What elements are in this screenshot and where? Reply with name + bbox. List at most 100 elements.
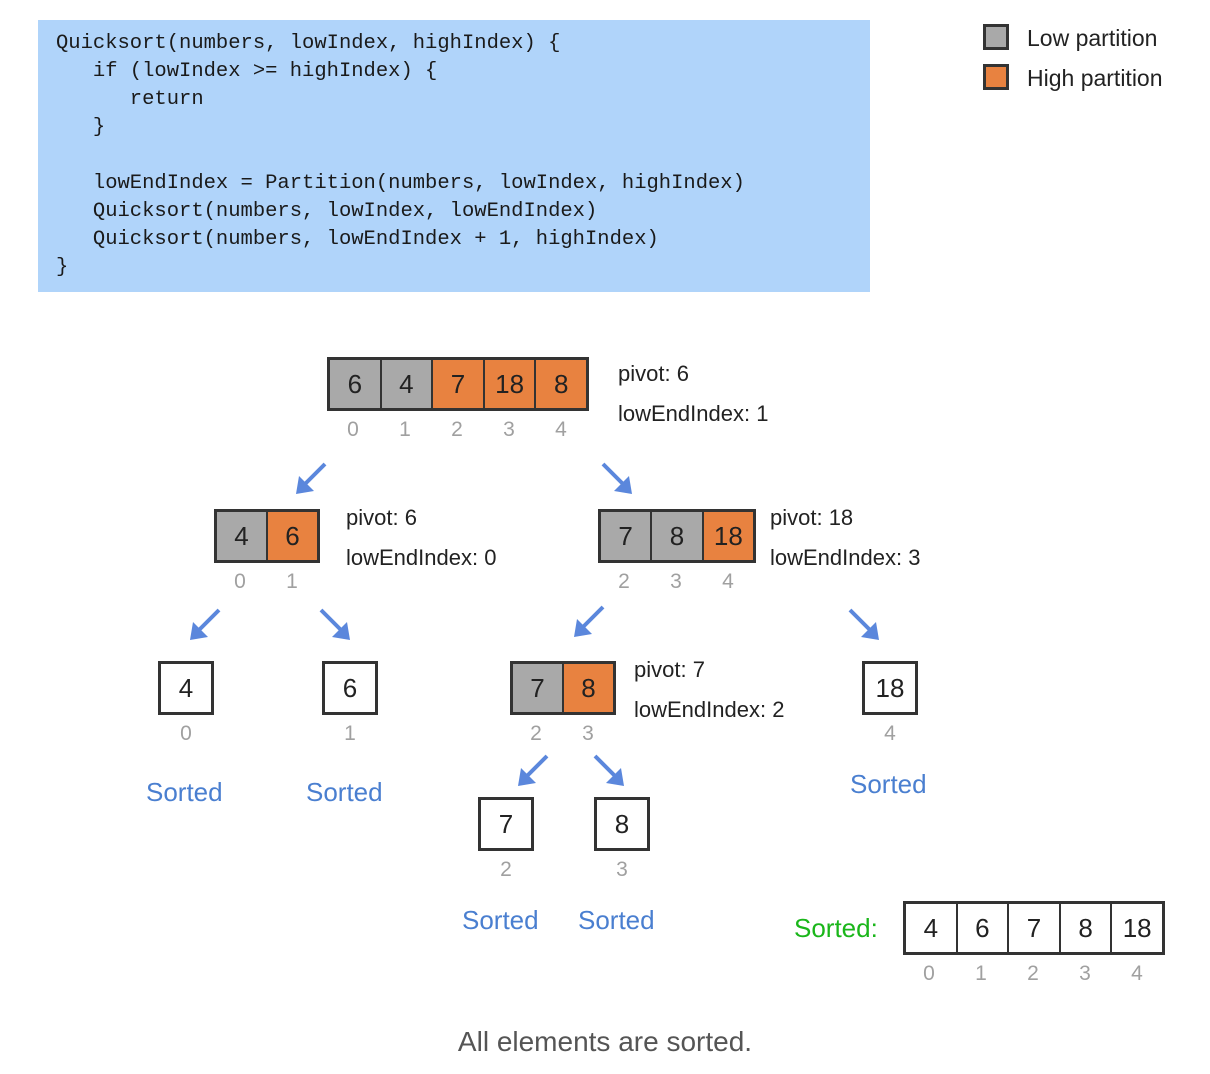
array-cell: 6 (330, 360, 380, 408)
array-cell: 18 (1112, 904, 1162, 952)
array-index: 2 (500, 858, 512, 881)
root-indices: 0 1 2 3 4 (327, 417, 587, 443)
legend-label-high: High partition (1027, 65, 1163, 91)
array-cell: 18 (703, 512, 753, 560)
final-sorted-label: Sorted: (794, 913, 878, 943)
pseudocode-panel: Quicksort(numbers, lowIndex, highIndex) … (38, 20, 870, 292)
array-cell: 8 (652, 512, 702, 560)
array-cell: 8 (597, 800, 647, 848)
array-index: 3 (1079, 962, 1091, 985)
array-cell: 7 (481, 800, 531, 848)
leaf-index-4: 18 (862, 661, 918, 715)
root-pivot: pivot: 6 (618, 361, 689, 386)
code-line: Quicksort(numbers, lowEndIndex + 1, high… (56, 228, 659, 251)
code-line: return (56, 88, 204, 111)
array-index: 3 (616, 858, 628, 881)
array-cell: 7 (513, 664, 562, 712)
array-cell: 8 (536, 360, 586, 408)
left-pivot: pivot: 6 (346, 505, 417, 530)
leaf-2-index: 2 (480, 857, 532, 883)
caption: All elements are sorted. (457, 1026, 753, 1057)
arrow-down-right-icon (601, 462, 632, 494)
right-indices: 2 3 4 (598, 569, 754, 595)
array-cell: 6 (325, 664, 375, 712)
leaf-index-0: 4 (158, 661, 214, 715)
sorted-label: Sorted (306, 777, 383, 807)
array-index: 4 (722, 570, 734, 593)
arrow-down-left-icon (190, 608, 221, 640)
left-low-end-index: lowEndIndex: 0 (346, 545, 497, 570)
sorted-label: Sorted (146, 777, 223, 807)
final-indices: 0 1 2 3 4 (903, 961, 1163, 987)
array-index: 0 (923, 962, 935, 985)
array-cell: 18 (484, 360, 535, 408)
array-cell: 4 (381, 360, 432, 408)
array-index: 1 (975, 962, 987, 985)
arrow-down-left-icon (296, 462, 327, 494)
root-low-end-index: lowEndIndex: 1 (618, 401, 769, 426)
array-cell: 7 (1009, 904, 1059, 952)
sorted-label: Sorted (850, 769, 927, 799)
leaf-index-3: 8 (594, 797, 650, 851)
array-index: 2 (530, 722, 542, 745)
arrow-down-right-icon (593, 754, 624, 786)
legend-swatch-low (983, 24, 1009, 50)
array-cell: 7 (433, 360, 483, 408)
legend-swatch-high (983, 64, 1009, 90)
root-array: 6 4 7 18 8 (327, 357, 589, 411)
array-cell: 6 (268, 512, 317, 560)
array-cell: 18 (865, 664, 915, 712)
right-left-pivot: pivot: 7 (634, 657, 705, 682)
array-index: 0 (347, 418, 359, 441)
array-index: 1 (286, 570, 298, 593)
array-index: 3 (503, 418, 515, 441)
sorted-label: Sorted (578, 905, 655, 935)
right-left-indices: 2 3 (510, 721, 614, 747)
array-index: 0 (234, 570, 246, 593)
leaf-index-1: 6 (322, 661, 378, 715)
final-sorted-array: 4 6 7 8 18 (903, 901, 1165, 955)
array-index: 3 (582, 722, 594, 745)
code-line: if (lowIndex >= highIndex) { (56, 60, 438, 83)
array-index: 3 (670, 570, 682, 593)
array-index: 0 (180, 722, 192, 745)
leaf-0-index: 0 (160, 721, 212, 747)
array-index: 4 (884, 722, 896, 745)
right-left-subarray: 7 8 (510, 661, 616, 715)
right-left-low-end-index: lowEndIndex: 2 (634, 697, 785, 722)
code-line: } (56, 116, 106, 139)
array-index: 4 (555, 418, 567, 441)
array-cell: 4 (161, 664, 211, 712)
array-cell: 4 (906, 904, 956, 952)
legend-label-low: Low partition (1027, 25, 1158, 51)
right-low-end-index: lowEndIndex: 3 (770, 545, 921, 570)
array-cell: 7 (601, 512, 651, 560)
array-cell: 6 (957, 904, 1008, 952)
code-line: } (56, 256, 69, 279)
arrow-down-left-icon (574, 605, 605, 637)
leaf-3-index: 3 (596, 857, 648, 883)
array-index: 2 (618, 570, 630, 593)
right-pivot: pivot: 18 (770, 505, 854, 530)
array-cell: 8 (564, 664, 613, 712)
code-line: Quicksort(numbers, lowIndex, lowEndIndex… (56, 200, 598, 223)
array-cell: 8 (1060, 904, 1111, 952)
left-indices: 0 1 (214, 569, 318, 595)
code-line: lowEndIndex = Partition(numbers, lowInde… (56, 172, 745, 195)
arrow-down-right-icon (319, 608, 350, 640)
sorted-label: Sorted (462, 905, 539, 935)
right-subarray: 7 8 18 (598, 509, 756, 563)
array-index: 1 (399, 418, 411, 441)
arrow-down-right-icon (848, 608, 879, 640)
code-line: Quicksort(numbers, lowIndex, highIndex) … (56, 32, 561, 55)
leaf-1-index: 1 (324, 721, 376, 747)
leaf-index-2: 7 (478, 797, 534, 851)
array-index: 2 (1027, 962, 1039, 985)
array-cell: 4 (217, 512, 266, 560)
leaf-4-index: 4 (864, 721, 916, 747)
array-index: 2 (451, 418, 463, 441)
arrow-down-left-icon (518, 754, 549, 786)
array-index: 1 (344, 722, 356, 745)
left-subarray: 4 6 (214, 509, 320, 563)
array-index: 4 (1131, 962, 1143, 985)
